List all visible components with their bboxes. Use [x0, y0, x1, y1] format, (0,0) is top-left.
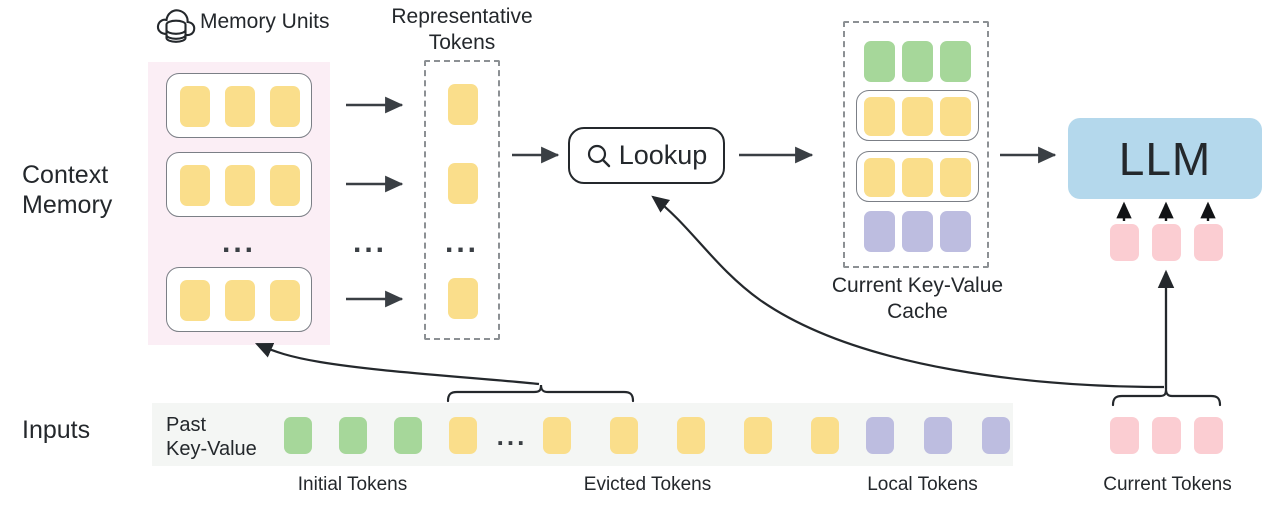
token-yellow [744, 417, 772, 454]
magnifier-icon [586, 143, 612, 169]
memory-unit[interactable] [166, 267, 312, 332]
token-purple [924, 417, 952, 454]
token-yellow [811, 417, 839, 454]
token-pink [1110, 224, 1139, 261]
token-pink [1194, 224, 1223, 261]
token-yellow [902, 97, 933, 136]
token-pink [1194, 417, 1223, 454]
token-yellow [225, 280, 255, 321]
token-yellow [180, 86, 210, 127]
token-yellow [864, 158, 895, 197]
arrow-evicted-to-memory [254, 342, 540, 386]
memory-unit[interactable] [166, 152, 312, 217]
token-green [902, 41, 933, 82]
token-yellow [677, 417, 705, 454]
token-green [940, 41, 971, 82]
group-label-current-tokens: Current Tokens [1103, 474, 1232, 495]
representative-tokens-column: ... [424, 60, 500, 340]
row-label-inputs: Inputs [22, 416, 91, 444]
token-pink [1152, 417, 1181, 454]
brace-current-tokens [1111, 388, 1222, 407]
token-green [394, 417, 422, 454]
representative-tokens-ellipsis: ... [444, 226, 479, 259]
token-purple [866, 417, 894, 454]
token-yellow [270, 86, 300, 127]
arrow-unit-to-rep [346, 96, 404, 308]
past-key-value-label: Past Key-Value [166, 414, 257, 460]
arrow-current-tokens-to-llm [1116, 201, 1216, 221]
token-yellow [270, 280, 300, 321]
token-purple [940, 211, 971, 252]
group-label-evicted-tokens: Evicted Tokens [583, 474, 712, 495]
kv-cache-unit[interactable] [856, 151, 979, 202]
between-arrows-ellipsis: ... [352, 226, 387, 259]
llm-box[interactable]: LLM [1068, 118, 1262, 199]
token-yellow [940, 158, 971, 197]
token-yellow [180, 280, 210, 321]
token-yellow [610, 417, 638, 454]
token-green [864, 41, 895, 82]
inputs-strip: Past Key-Value ... [152, 403, 1013, 466]
token-yellow [864, 97, 895, 136]
token-yellow [448, 163, 478, 204]
current-kv-cache-panel [843, 21, 989, 268]
memory-units-ellipsis: ... [221, 226, 256, 259]
token-pink [1110, 417, 1139, 454]
representative-tokens-label: Representative Tokens [391, 5, 533, 54]
token-purple [864, 211, 895, 252]
token-yellow [448, 278, 478, 319]
token-green [284, 417, 312, 454]
cloud-database-icon [155, 4, 197, 46]
brace-evicted-tokens [446, 384, 635, 403]
token-yellow [180, 165, 210, 206]
token-yellow [543, 417, 571, 454]
llm-label: LLM [1118, 132, 1212, 185]
row-label-context-memory: Context Memory [22, 161, 113, 219]
inputs-ellipsis: ... [496, 421, 528, 451]
token-yellow [449, 417, 477, 454]
group-label-initial-tokens: Initial Tokens [297, 474, 408, 495]
group-label-local-tokens: Local Tokens [867, 474, 978, 495]
token-yellow [448, 84, 478, 125]
memory-units-label: Memory Units [200, 10, 330, 33]
token-yellow [225, 165, 255, 206]
lookup-label: Lookup [618, 140, 708, 170]
lookup-button[interactable]: Lookup [568, 127, 725, 184]
token-green [339, 417, 367, 454]
kv-cache-unit[interactable] [856, 90, 979, 141]
token-yellow [902, 158, 933, 197]
token-yellow [225, 86, 255, 127]
memory-unit[interactable] [166, 73, 312, 138]
token-pink [1152, 224, 1181, 261]
token-purple [982, 417, 1010, 454]
token-purple [902, 211, 933, 252]
token-yellow [270, 165, 300, 206]
current-kv-cache-label: Current Key-Value Cache [831, 274, 1004, 323]
token-yellow [940, 97, 971, 136]
